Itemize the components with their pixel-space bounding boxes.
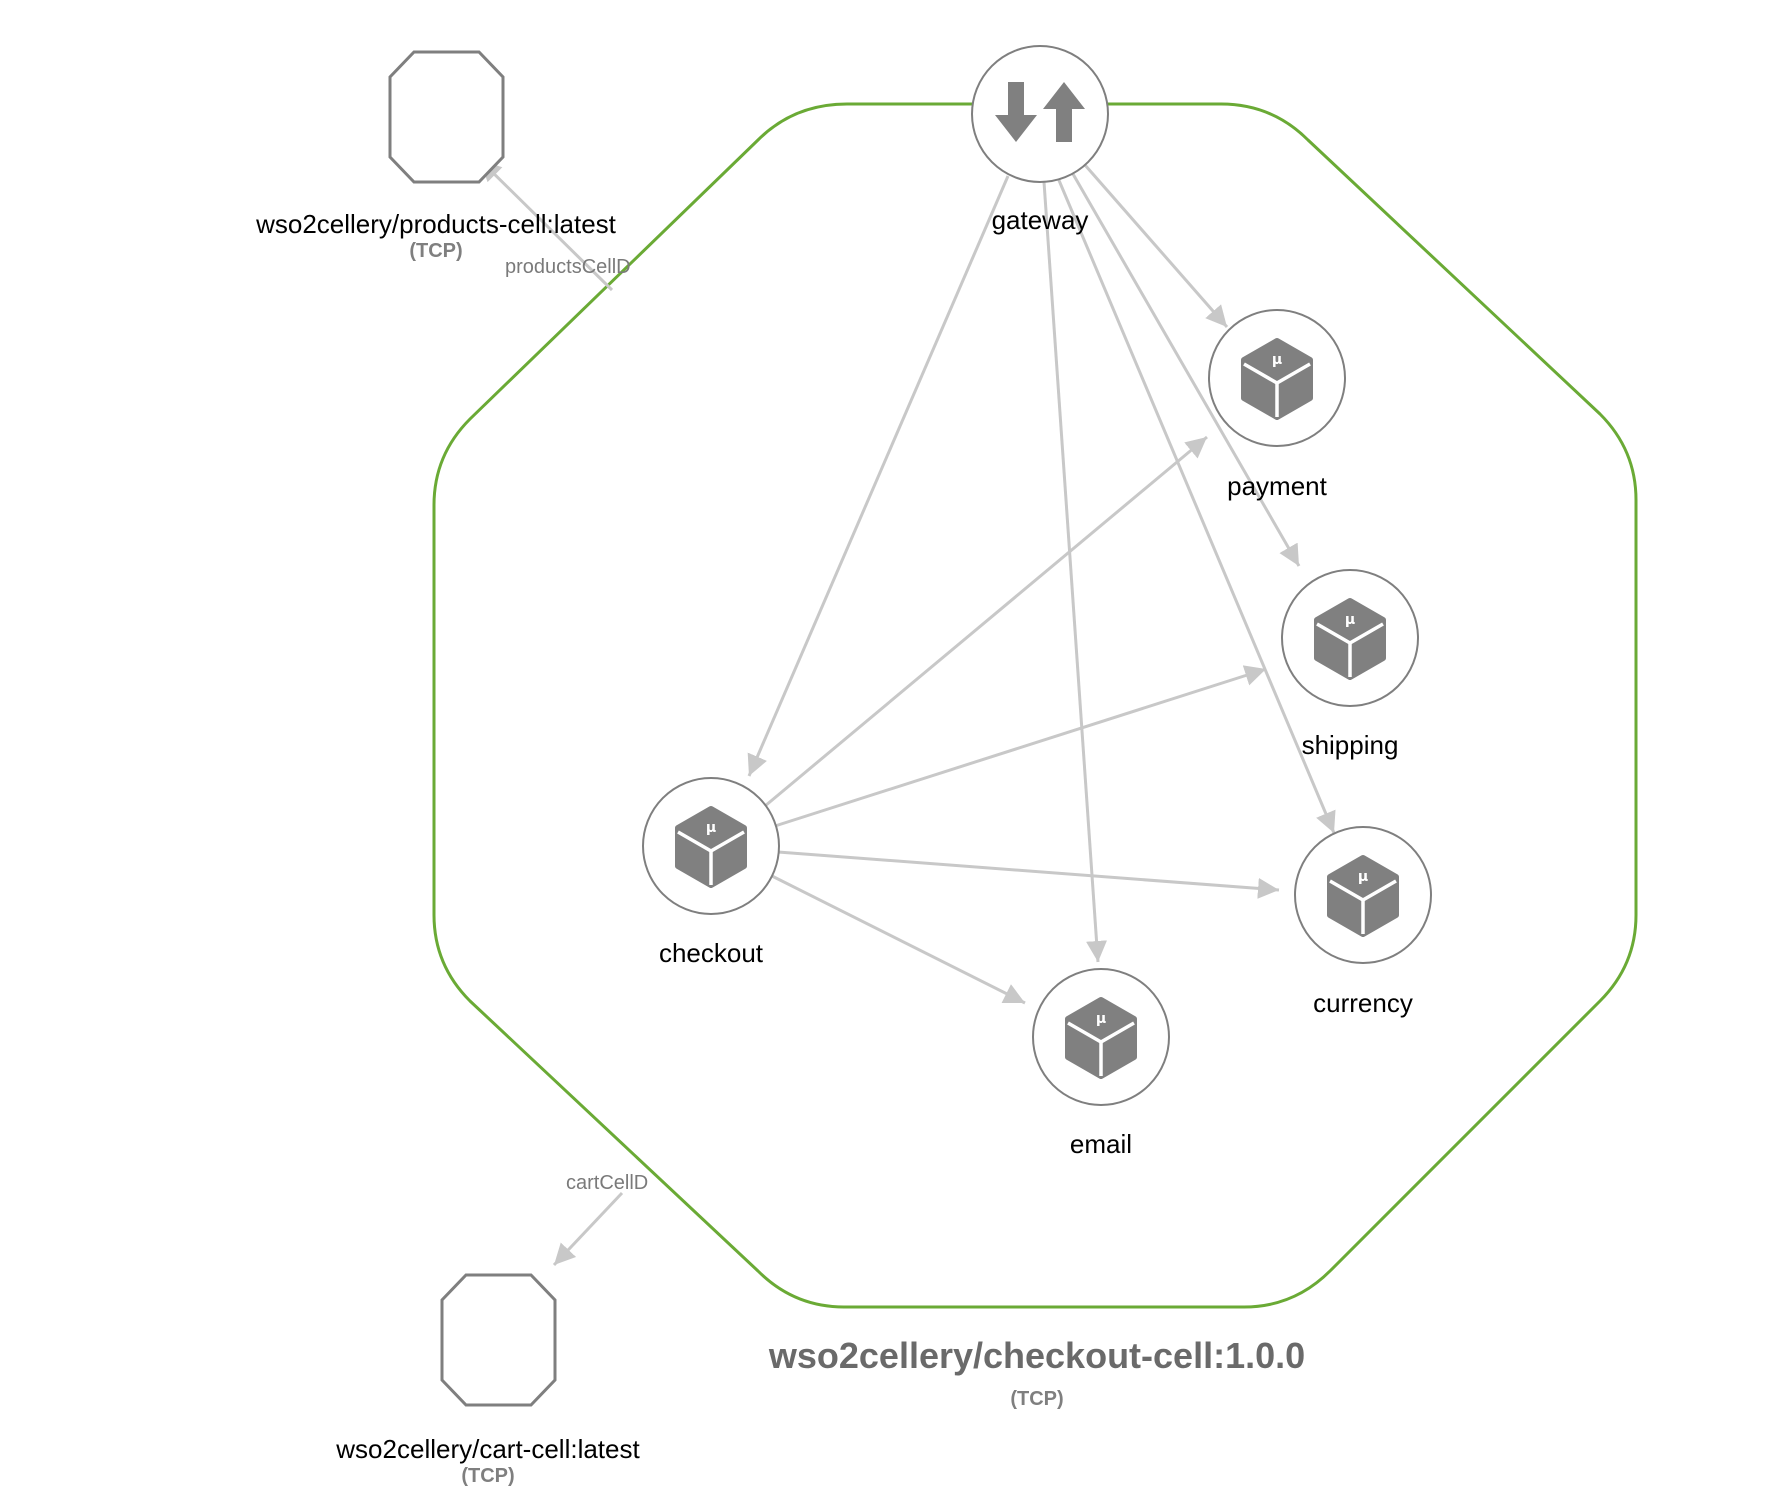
currency-node[interactable]: μ currency	[1294, 826, 1432, 1018]
edges	[478, 158, 1336, 1267]
svg-text:μ: μ	[706, 820, 716, 836]
edge-cell-to-cart	[552, 1191, 624, 1267]
svg-text:μ: μ	[1345, 612, 1355, 628]
octagon-icon	[440, 1273, 557, 1407]
email-label: email	[1070, 1129, 1132, 1159]
products-cell-protocol: (TCP)	[409, 240, 462, 262]
edge-checkout-currency	[777, 850, 1280, 899]
svg-text:μ: μ	[1358, 869, 1368, 885]
microservice-cube-icon: μ	[1317, 601, 1383, 677]
microservice-cube-icon: μ	[1244, 341, 1310, 417]
edge-gateway-payment	[1083, 164, 1229, 328]
svg-text:μ: μ	[1096, 1011, 1106, 1027]
checkout-node[interactable]: μ checkout	[642, 777, 780, 968]
microservice-cube-icon: μ	[1330, 858, 1396, 934]
edge-gateway-checkout	[747, 175, 1010, 777]
edge-label-cart: cartCellD	[566, 1172, 648, 1194]
cell-title: wso2cellery/checkout-cell:1.0.0	[768, 1335, 1305, 1376]
currency-label: currency	[1313, 988, 1413, 1018]
products-cell-node[interactable]: wso2cellery/products-cell:latest (TCP)	[255, 50, 617, 262]
gateway-label: gateway	[992, 205, 1089, 235]
cell-protocol: (TCP)	[1010, 1388, 1063, 1410]
edge-label-products: productsCellD	[505, 256, 631, 278]
edge-checkout-payment	[764, 435, 1208, 808]
microservice-cube-icon: μ	[678, 809, 744, 885]
edge-gateway-email	[1042, 181, 1108, 963]
edge-cell-to-products	[478, 158, 614, 292]
shipping-label: shipping	[1302, 730, 1399, 760]
cart-cell-protocol: (TCP)	[461, 1465, 514, 1487]
products-cell-name: wso2cellery/products-cell:latest	[255, 209, 617, 239]
payment-node[interactable]: μ payment	[1208, 309, 1346, 501]
cart-cell-node[interactable]: wso2cellery/cart-cell:latest (TCP)	[335, 1273, 640, 1487]
payment-label: payment	[1227, 471, 1327, 501]
gateway-node[interactable]: gateway	[971, 45, 1109, 235]
shipping-node[interactable]: μ shipping	[1281, 569, 1419, 760]
checkout-label: checkout	[659, 938, 764, 968]
gateway-arrows-icon	[995, 82, 1085, 142]
checkout-cell-boundary	[432, 102, 1638, 1309]
octagon-icon	[388, 50, 505, 184]
edge-checkout-email	[771, 874, 1026, 1005]
microservice-cube-icon: μ	[1068, 1000, 1134, 1076]
edge-checkout-shipping	[774, 665, 1267, 828]
email-node[interactable]: μ email	[1032, 968, 1170, 1159]
cart-cell-name: wso2cellery/cart-cell:latest	[335, 1434, 640, 1464]
edge-gateway-currency	[1056, 177, 1336, 834]
edge-gateway-shipping	[1071, 173, 1301, 567]
svg-text:μ: μ	[1272, 352, 1282, 368]
